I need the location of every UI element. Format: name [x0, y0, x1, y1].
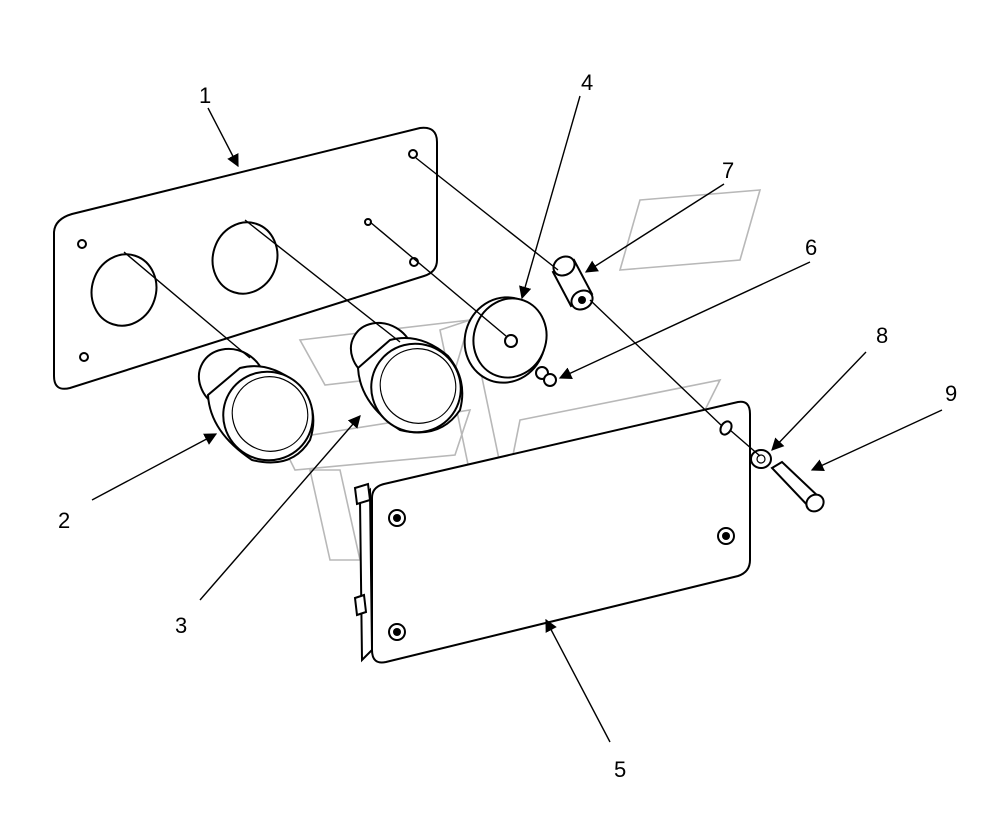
part-1-front-plate — [53, 126, 438, 390]
part-2-knob-left — [197, 347, 315, 464]
callout-6: 6 — [805, 235, 817, 260]
leader-7 — [584, 183, 725, 273]
callout-2: 2 — [58, 508, 70, 533]
leader-2 — [91, 433, 218, 501]
leader-lines — [91, 95, 943, 743]
part-8-washer — [750, 449, 772, 469]
leader-3 — [199, 415, 361, 601]
part-9-screw — [770, 460, 825, 513]
callout-labels: 1 2 3 4 5 6 7 8 9 — [58, 70, 957, 782]
callout-9: 9 — [945, 381, 957, 406]
leader-5 — [545, 618, 611, 743]
callout-7: 7 — [722, 158, 734, 183]
leader-8 — [771, 351, 867, 451]
callout-5: 5 — [614, 757, 626, 782]
part-7-spacer — [551, 255, 594, 311]
leader-4 — [519, 95, 581, 300]
leader-9 — [810, 409, 943, 471]
callout-1: 1 — [199, 83, 211, 108]
leader-1 — [207, 107, 239, 168]
part-3-knob-right — [349, 321, 464, 434]
callout-3: 3 — [175, 613, 187, 638]
part-5-rear-plate — [353, 400, 751, 664]
callout-8: 8 — [876, 323, 888, 348]
leader-6 — [558, 261, 811, 379]
part-6-nut — [535, 366, 557, 387]
callout-4: 4 — [581, 70, 593, 95]
assembly-centerlines — [123, 157, 761, 457]
